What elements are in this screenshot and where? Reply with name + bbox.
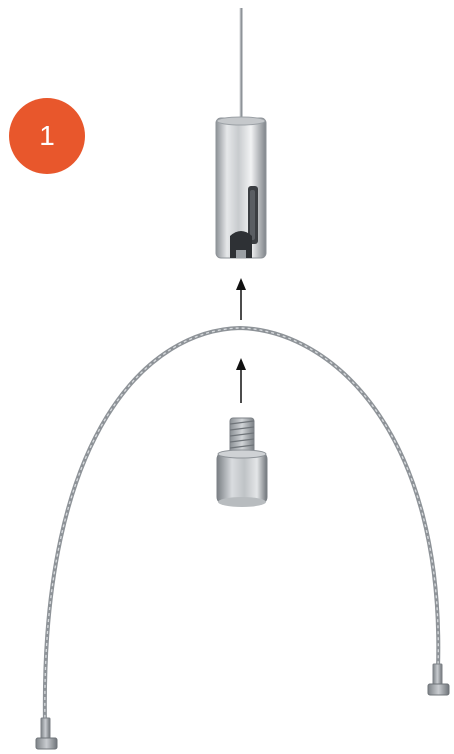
cable-end-left (36, 718, 57, 749)
step-number: 1 (39, 122, 55, 150)
cable-end-right (428, 664, 449, 695)
up-arrow-icon (236, 278, 246, 320)
step-badge: 1 (9, 98, 85, 174)
up-arrow-icon (236, 358, 246, 403)
threaded-stud (217, 418, 267, 507)
suspension-cable (240, 8, 241, 118)
cable-gripper (216, 117, 266, 258)
